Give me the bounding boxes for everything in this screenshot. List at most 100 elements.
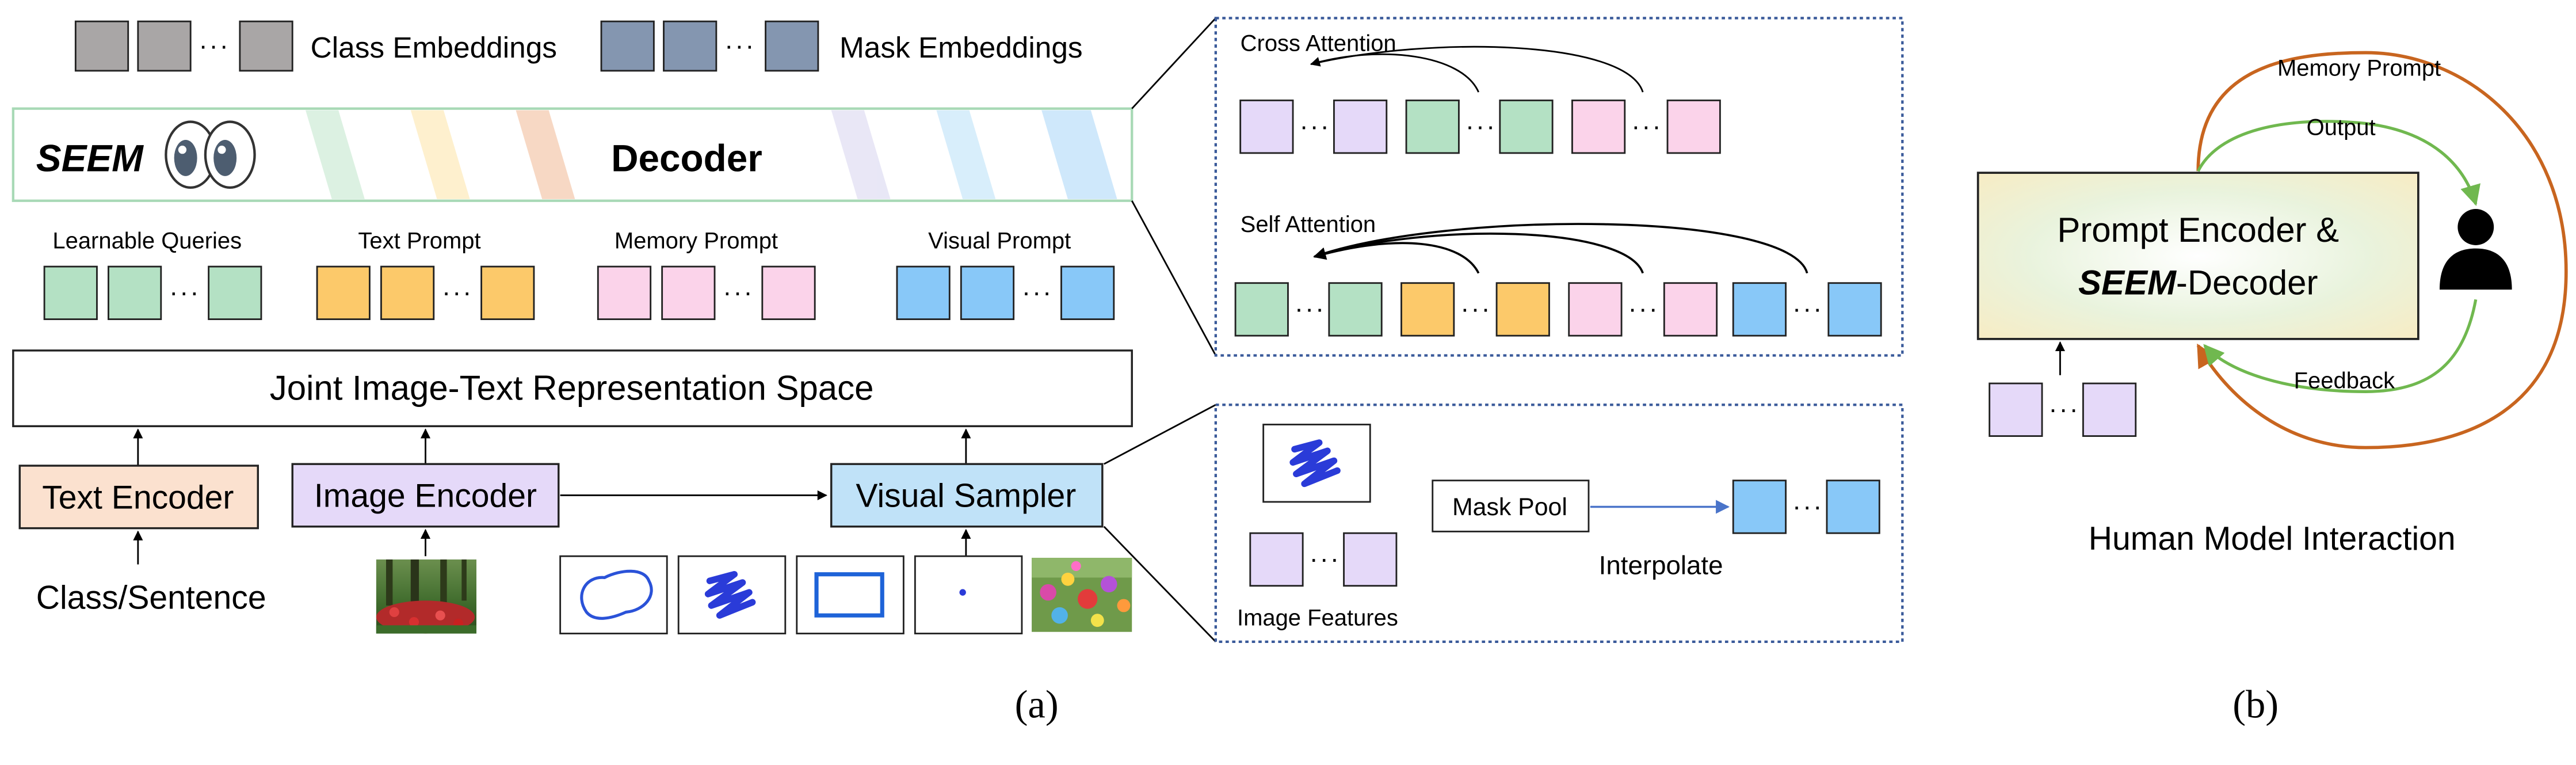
query-square	[108, 265, 162, 321]
box-thumbnail	[796, 555, 905, 635]
mask-pool-box	[1432, 479, 1590, 532]
ellipsis: ···	[199, 31, 230, 60]
memory-prompt-queries: ···	[597, 265, 816, 321]
image-encoder-box	[291, 463, 560, 528]
class-embeddings-label: Class Embeddings	[311, 31, 557, 64]
mask-embedding-square	[600, 20, 655, 72]
query-square	[316, 265, 371, 321]
ellipsis: ···	[723, 277, 754, 307]
memory-query-square	[1239, 99, 1294, 154]
seem-brand: SEEM	[2078, 264, 2177, 302]
query-square	[208, 265, 262, 321]
self-query-square	[1568, 282, 1623, 337]
self-query-square	[1732, 282, 1787, 337]
interaction-title: Human Model Interaction	[2089, 520, 2456, 557]
mask-pool-label: Mask Pool	[1452, 493, 1567, 521]
prompt-encoder-line2: SEEM-Decoder	[2078, 264, 2318, 302]
visual-prompt-thumbnails	[559, 555, 1132, 635]
self-query-square	[1328, 282, 1383, 337]
visual-sampler-label: Visual Sampler	[856, 477, 1076, 514]
image-features-label: Image Features	[1237, 605, 1398, 630]
legend: ··· Class Embeddings ··· Mask Embeddings	[74, 20, 1083, 72]
memory-query-square	[1666, 99, 1721, 154]
person-icon	[2439, 209, 2512, 290]
visual-query-square	[1826, 479, 1880, 534]
ellipsis: ···	[1792, 492, 1823, 521]
visual-prompt-queries: ···	[896, 265, 1115, 321]
memory-prompt-label: Memory Prompt	[2277, 55, 2441, 81]
self-query-square	[1827, 282, 1882, 337]
query-square	[480, 265, 535, 321]
joint-space-box	[12, 349, 1133, 428]
image-feature-square	[1343, 532, 1398, 587]
self-attention-label: Self Attention	[1241, 212, 1376, 237]
query-square	[597, 265, 652, 321]
flower-image	[1032, 558, 1132, 632]
mask-embedding-square	[765, 20, 819, 72]
ellipsis: ···	[1466, 111, 1497, 140]
query-square	[896, 265, 951, 321]
ellipsis: ···	[169, 277, 200, 307]
text-encoder-box	[18, 465, 259, 530]
mask-embedding-square	[663, 20, 718, 72]
interpolate-label: Interpolate	[1599, 551, 1723, 580]
query-square	[761, 265, 816, 321]
scribble-thumbnail	[1262, 424, 1371, 503]
prompt-encoder-box	[1976, 172, 2419, 340]
image-encoder-label: Image Encoder	[314, 477, 537, 514]
feedback-label: Feedback	[2294, 368, 2395, 394]
decoder-label: Decoder	[611, 137, 762, 179]
sampler-panel: ··· Image Features Mask Pool Interpolate…	[1214, 404, 1904, 644]
ellipsis: ···	[1628, 294, 1659, 323]
decoder-bar: SEEM Decoder	[12, 107, 1134, 202]
input-square	[1989, 382, 2043, 437]
text-encoder-label: Text Encoder	[42, 479, 234, 516]
class-embedding-square	[74, 20, 129, 72]
self-query-square	[1495, 282, 1550, 337]
ellipsis: ···	[1295, 294, 1326, 323]
input-square	[2082, 382, 2137, 437]
scribble-thumbnail	[677, 555, 787, 635]
caption-b: (b)	[2232, 682, 2279, 726]
ellipsis: ···	[1022, 277, 1053, 307]
seem-brand: SEEM	[36, 137, 144, 179]
ellipsis: ···	[1631, 111, 1662, 140]
query-square	[661, 265, 716, 321]
memory-prompt-label: Memory Prompt	[615, 229, 778, 254]
query-square	[380, 265, 435, 321]
ellipsis: ···	[1310, 544, 1341, 573]
query-square	[960, 265, 1015, 321]
visual-prompt-label: Visual Prompt	[928, 229, 1071, 254]
self-query-square	[1400, 282, 1455, 337]
visual-sampler-box	[830, 463, 1104, 528]
prompt-encoder-line1: Prompt Encoder &	[2057, 211, 2339, 249]
ellipsis: ···	[724, 31, 755, 60]
output-label: Output	[2307, 115, 2376, 140]
class-embedding-square	[239, 20, 293, 72]
memory-query-square	[1499, 99, 1554, 154]
memory-query-square	[1333, 99, 1388, 154]
class-embedding-square	[137, 20, 192, 72]
forest-image	[376, 559, 477, 634]
text-prompt-label: Text Prompt	[358, 229, 480, 254]
ellipsis: ···	[442, 277, 473, 307]
query-square	[1060, 265, 1115, 321]
ellipsis: ···	[1460, 294, 1491, 323]
self-query-square	[1663, 282, 1718, 337]
cross-attention-label: Cross Attention	[1241, 31, 1396, 56]
scribble-outline-thumbnail	[559, 555, 668, 635]
image-feature-square	[1249, 532, 1304, 587]
attention-panel: Cross Attention ··· ··· ··· Self Attenti…	[1214, 17, 1904, 357]
visual-query-square	[1732, 479, 1787, 534]
human-model-interaction: Memory Prompt Output Feedback Prompt Enc…	[1976, 51, 2568, 557]
ellipsis: ···	[2048, 394, 2079, 424]
decoder-suffix: -Decoder	[2176, 264, 2318, 302]
mask-embeddings-label: Mask Embeddings	[839, 31, 1083, 64]
self-query-square	[1234, 282, 1289, 337]
learnable-queries-label: Learnable Queries	[52, 229, 242, 254]
learnable-queries: ···	[43, 265, 262, 321]
ellipsis: ···	[1299, 111, 1330, 140]
point-thumbnail	[914, 555, 1023, 635]
ellipsis: ···	[1792, 294, 1823, 323]
